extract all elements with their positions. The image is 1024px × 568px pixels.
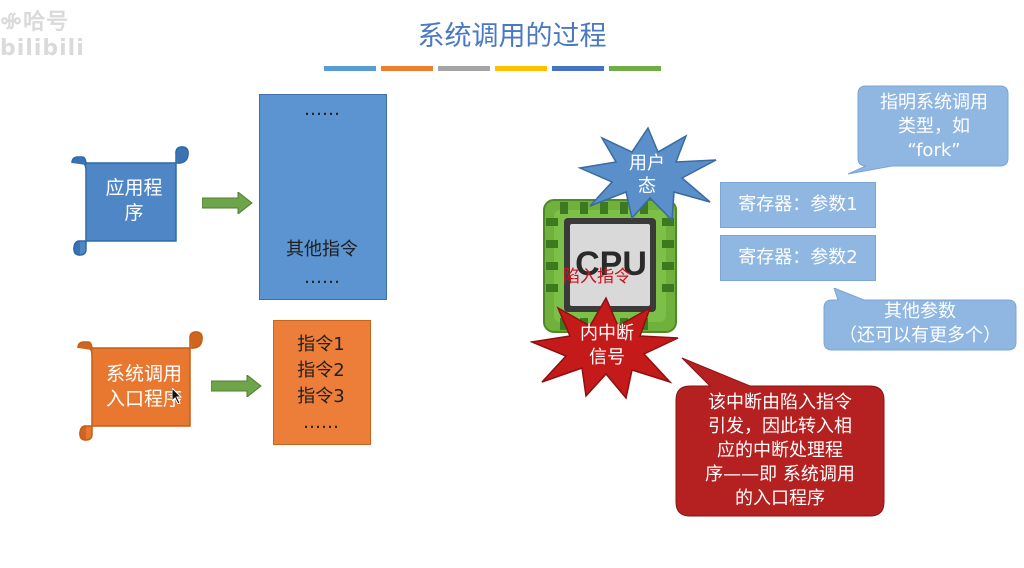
syscall-type-callout: [847, 85, 1009, 175]
instruction-2: 指令2: [297, 360, 345, 381]
interrupt-explanation-callout: [675, 357, 885, 517]
app-program-label: 应用程 序: [105, 177, 163, 224]
syscall-type-text: 指明系统调用 类型，如 “fork”: [880, 92, 988, 161]
syscall-entry-scroll: [77, 331, 203, 441]
color-bar: [609, 66, 661, 71]
interrupt-signal-starburst: [530, 296, 679, 400]
user-state-label: 用户 态: [629, 153, 665, 197]
other-instructions-label: 其他指令: [286, 239, 358, 260]
ellipsis: ……: [303, 412, 339, 433]
register-param-2: 寄存器：参数2: [720, 235, 876, 281]
slide-title: 系统调用的过程: [417, 21, 607, 52]
ellipsis-top: ……: [304, 99, 340, 120]
register-param-1: 寄存器：参数1: [720, 182, 876, 228]
instruction-3: 指令3: [297, 386, 345, 407]
mouse-cursor-icon: [172, 388, 183, 404]
bilibili-watermark: ꗂ哈号 bilibili: [0, 10, 85, 61]
ellipsis-bottom: ……: [304, 267, 340, 288]
interrupt-explanation-text: 该中断由陷入指令 引发，因此转入相 应的中断处理程 序——即 系统调用 的入口程…: [705, 392, 855, 509]
color-bar: [381, 66, 433, 71]
arrow-right-icon: [211, 375, 262, 397]
syscall-instruction-block: [273, 320, 371, 445]
user-state-starburst: [577, 126, 717, 222]
instruction-block: [259, 94, 387, 300]
app-program-scroll: [71, 146, 189, 256]
other-params-callout: [823, 288, 1017, 351]
cpu-chip-icon: [543, 199, 677, 333]
color-bar: [495, 66, 547, 71]
syscall-entry-label: 系统调用 入口程序: [105, 363, 182, 410]
cpu-label: CPU: [575, 245, 647, 283]
color-bar: [438, 66, 490, 71]
arrow-right-icon: [202, 192, 253, 214]
syscall-instruction-list: 指令1 指令2 指令3 ……: [273, 332, 369, 436]
trap-instruction-label: 陷入指令: [563, 267, 631, 287]
instruction-1: 指令1: [297, 334, 345, 355]
other-params-text: 其他参数 （还可以有更多个）: [839, 301, 1001, 346]
color-bar: [552, 66, 604, 71]
interrupt-signal-label: 内中断 信号: [580, 323, 634, 368]
color-bar: [324, 66, 376, 71]
